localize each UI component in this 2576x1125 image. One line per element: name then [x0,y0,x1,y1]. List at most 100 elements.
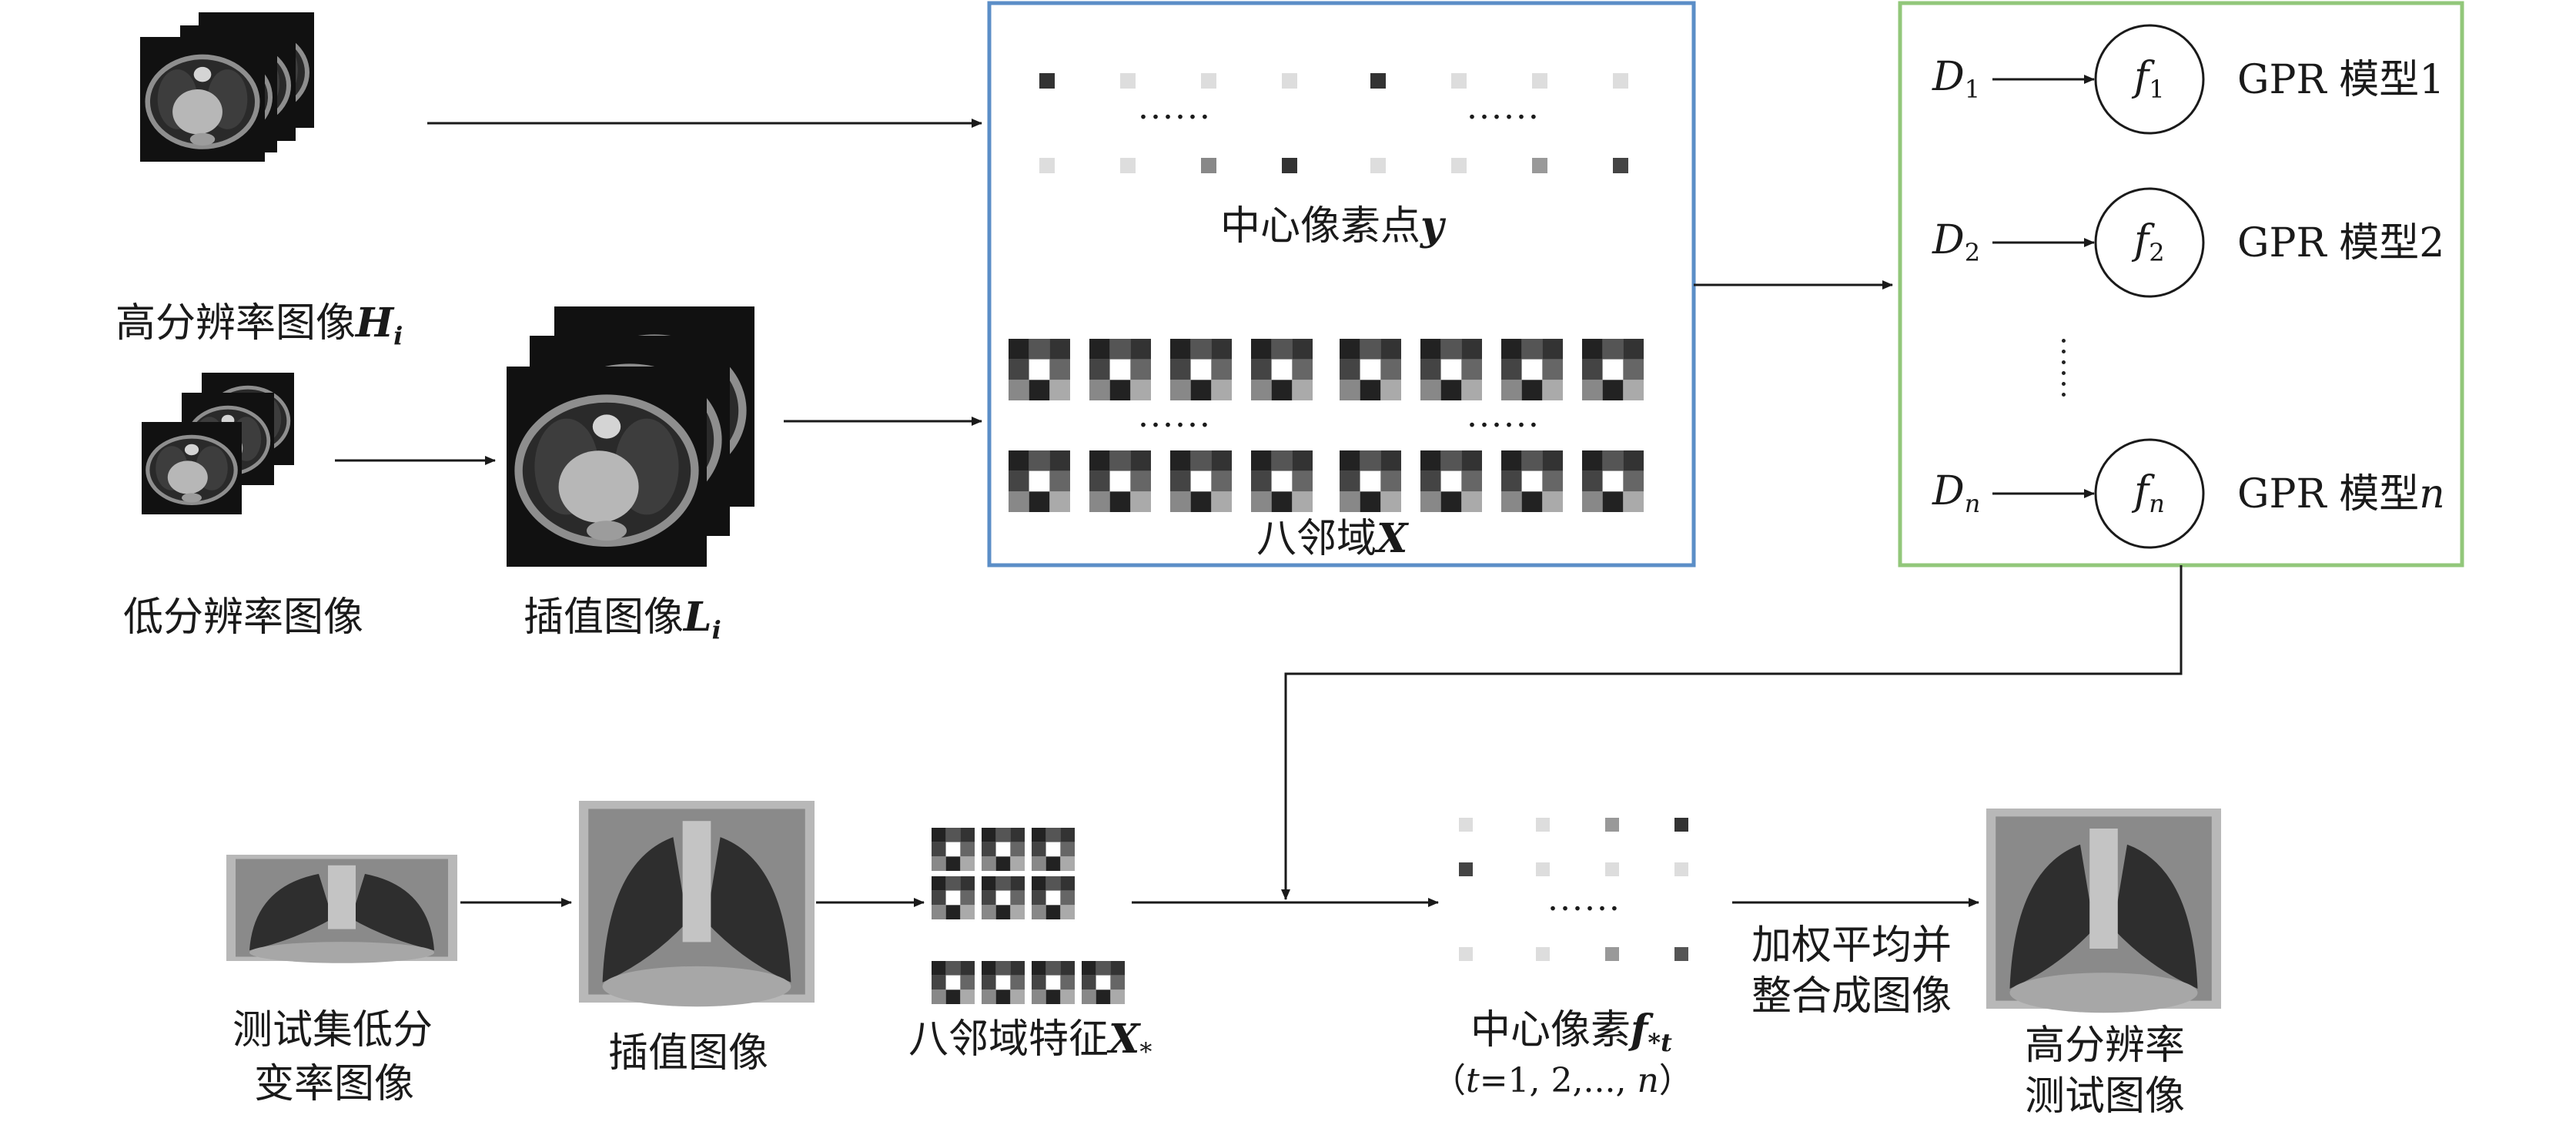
center-pixel [1532,73,1547,89]
neighborhood-block [1623,491,1644,512]
test-lr-image [226,855,457,963]
test-center-pixel [1605,862,1619,876]
neighborhood-block [1029,450,1050,471]
test-neighborhood-block [945,975,961,990]
test-center-pixel [1605,947,1619,961]
neighborhood-block [1170,359,1191,380]
neighborhood-block [1170,491,1191,512]
center-pixel [1282,158,1297,173]
test-neighborhood-block [1082,961,1096,976]
neighborhood-block [1521,359,1543,380]
neighborhood-block [1251,339,1272,360]
test-neighborhood-block [1060,989,1075,1004]
neighborhood-block [1089,380,1110,400]
neighborhood-block [1251,450,1272,471]
neighborhood-block [1271,470,1293,492]
neighborhood-block [1420,450,1441,471]
neighborhood-block [1501,470,1522,492]
neighborhood-block [1190,450,1212,471]
neighborhood-block [1340,380,1360,400]
neighborhood-block [1292,450,1313,471]
neighborhood-block [1440,359,1462,380]
test-neighborhood-block [982,842,996,857]
neighborhood-block [1501,491,1522,512]
test-neighborhood-block [1096,975,1111,990]
t-range-label: （t=1, 2,..., n） [1432,1061,1693,1100]
neighborhood-block [1623,380,1644,400]
test-neighborhood-block [1045,989,1061,1004]
neighborhood-block [1461,339,1482,360]
test-neighborhood-block [932,975,946,990]
test-neighborhood-block [1060,975,1075,990]
neighborhood-block [1130,470,1151,492]
test-neighborhood-grid [932,828,1125,1004]
fuse-label-line1: 加权平均并 [1751,922,1952,969]
neighborhood-block [1542,491,1563,512]
neighborhood-block [1521,339,1543,360]
test-neighborhood-block [960,828,975,842]
test-neighborhood-block [1060,961,1075,976]
neighborhood-block [1292,359,1313,380]
test-neighborhood-block [1032,890,1046,906]
test-neighborhood-block [1032,961,1046,976]
gpr-1-label: GPR 模型1 [2237,57,2445,103]
gpr-n-circle [2094,438,2205,549]
neighborhood-block [1461,359,1482,380]
test-interp-label: 插值图像 [608,1030,769,1076]
neighborhood-block [1029,491,1050,512]
neighborhood-block [1029,380,1050,400]
test-neighborhood-block [960,961,975,976]
hr-test-label-line2: 测试图像 [2025,1073,2186,1120]
test-neighborhood-block [960,876,975,891]
neighborhood-block [1542,470,1563,492]
neighborhood-block [1190,491,1212,512]
neighborhood-block [1340,491,1360,512]
center-pixel [1120,73,1136,89]
neighborhood-block [1170,450,1191,471]
hr-image-stack [140,12,314,162]
test-center-pixel [1459,947,1473,961]
neighborhood-block [1292,470,1313,492]
neighborhood-block [1009,339,1029,360]
center-pixel [1370,158,1386,173]
test-neighborhood-block [995,975,1011,990]
test-neighborhood-block [995,856,1011,871]
gpr-1-circle [2094,24,2205,135]
neighborhood-block [1582,491,1603,512]
neighborhood-block [1542,359,1563,380]
test-center-pixel [1536,862,1550,876]
neighborhood-block [1582,450,1603,471]
test-neighborhood-block [1045,961,1061,976]
neighborhood-block [1461,450,1482,471]
test-neighborhood-block [982,856,996,871]
center-pixel [1613,73,1628,89]
neighborhood-block [1292,339,1313,360]
test-neighborhood-block [982,890,996,906]
neighborhood-block [1440,339,1462,360]
neighborhood-block [1380,470,1401,492]
center-pixel [1451,158,1467,173]
neighborhood-block [1109,450,1131,471]
neighborhood-block [1251,470,1272,492]
test-center-pixel [1459,818,1473,832]
neighborhood-block [1542,339,1563,360]
test-neighborhood-block [1082,975,1096,990]
neighborhood-block [1380,359,1401,380]
center-pixel [1613,158,1628,173]
neighborhood-block [1109,491,1131,512]
neighborhood-block [1521,491,1543,512]
neighborhood-block [1211,380,1232,400]
f2-label: f2 [2134,217,2165,267]
neighborhood-block [1130,339,1151,360]
test-neighborhood-block [1045,876,1061,891]
neighborhood-block [1109,470,1131,492]
gpr-model-n [1992,438,2205,549]
test-neighborhood-block [960,989,975,1004]
test-center-pixels [1459,818,1688,961]
test-neighborhood-block [982,961,996,976]
neighborhood-block [1340,339,1360,360]
neighborhood-block [1271,380,1293,400]
test-neighborhood-block [932,842,946,857]
d2-label: D2 [1932,217,1981,267]
